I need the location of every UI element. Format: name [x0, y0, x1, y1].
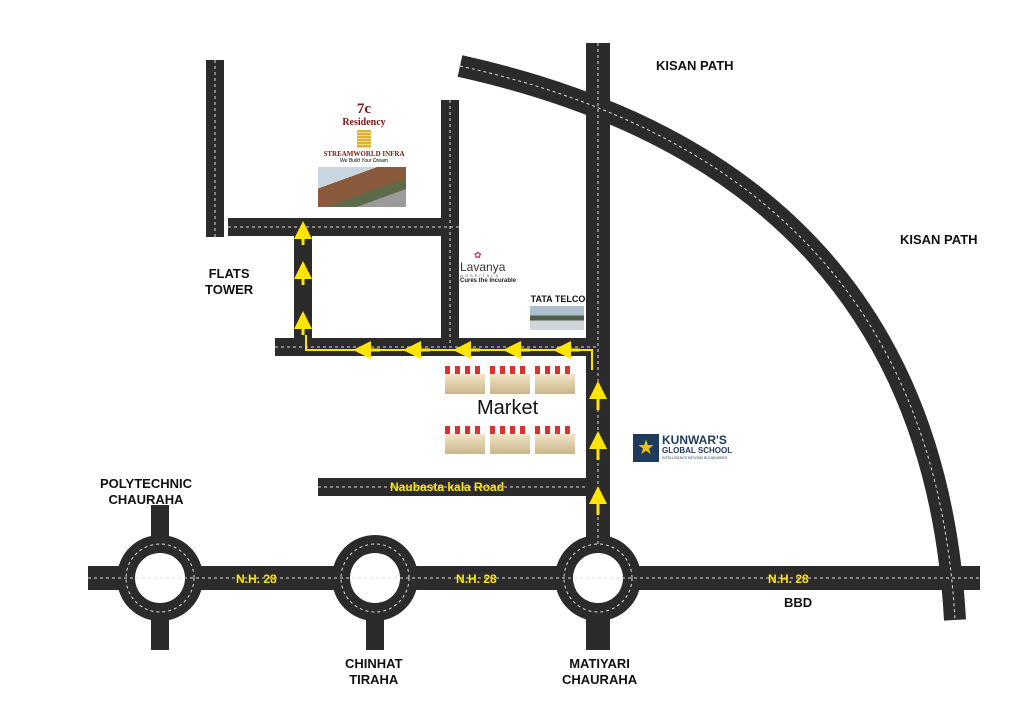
lavanya-sub: HOSPITALS	[460, 273, 501, 278]
residency-tagline: We Build Your Dream	[340, 158, 388, 164]
nh28-label: N.H. 28	[768, 572, 809, 586]
nh28-label: N.H. 28	[456, 572, 497, 586]
7c-residency-logo: 7c Residency STREAMWORLD INFRA We Build …	[318, 102, 410, 207]
market-stall-icon	[445, 366, 485, 394]
nh28-label: N.H. 28	[236, 572, 277, 586]
kisan-path-label-right: KISAN PATH	[900, 232, 978, 247]
matiyari-chauraha-label: MATIYARI CHAURAHA	[562, 656, 638, 687]
chinhat-tiraha-label: CHINHAT TIRAHA	[345, 656, 403, 687]
tata-telco-landmark: TATA TELCO	[530, 294, 586, 330]
lavanya-name: Lavanya	[460, 260, 506, 274]
kunwar-tagline: INTELLIGENCE BEYOND BOUNDARIES	[662, 456, 728, 460]
tata-telco-photo	[530, 306, 584, 330]
market-stall-icon	[535, 366, 575, 394]
kunwars-global-school-logo: ★ KUNWAR'S GLOBAL SCHOOL INTELLIGENCE BE…	[633, 433, 743, 462]
star-icon: ★	[633, 434, 659, 462]
market-label: Market	[477, 397, 539, 419]
flats-tower-label: FLATS TOWER	[205, 266, 254, 297]
tata-telco-label: TATA TELCO	[530, 294, 586, 304]
streamworld-brand: STREAMWORLD INFRA	[323, 150, 405, 158]
market-stall-icon	[490, 366, 530, 394]
kunwar-name: KUNWAR'S	[662, 433, 727, 447]
bbd-label: BBD	[784, 595, 813, 610]
building-icon	[357, 130, 371, 148]
kisan-path-label-top: KISAN PATH	[656, 58, 734, 73]
lavanya-hospitals-logo: ✿ Lavanya HOSPITALS Cures the Incurable	[460, 250, 516, 284]
residency-photo	[318, 167, 406, 207]
flower-icon: ✿	[474, 250, 482, 260]
market-stall-icon	[535, 426, 575, 454]
market-stall-icon	[490, 426, 530, 454]
residency-title: 7c	[356, 101, 372, 117]
kunwar-sub: GLOBAL SCHOOL	[662, 446, 733, 455]
polytechnic-chauraha-label: POLYTECHNIC CHAURAHA	[100, 476, 192, 507]
residency-subtitle: Residency	[342, 117, 386, 128]
naubasta-kala-road-label: Naubasta kala Road	[390, 480, 505, 494]
market-stall-icon	[445, 426, 485, 454]
lavanya-tagline: Cures the Incurable	[460, 278, 517, 284]
